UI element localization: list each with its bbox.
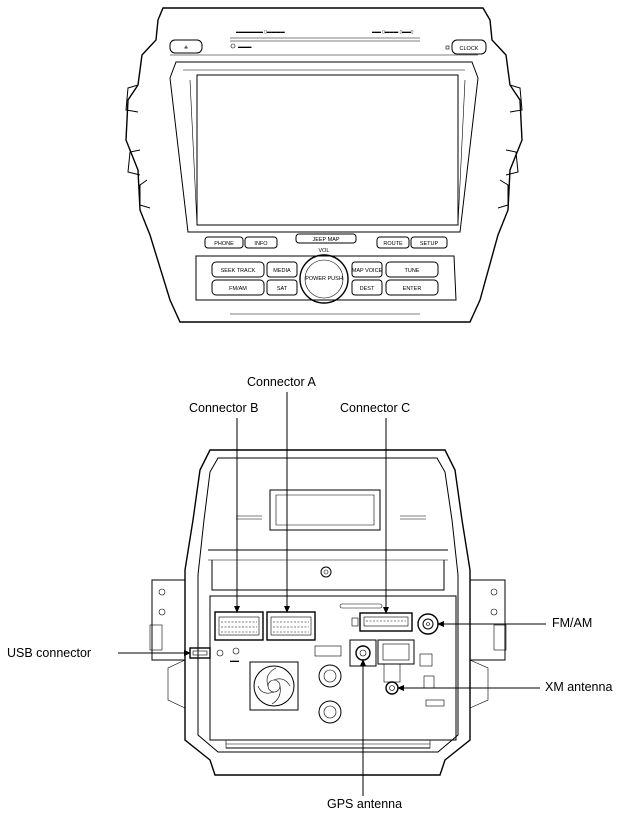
fm-am-antenna-socket bbox=[417, 613, 439, 635]
eject-icon: ≙ bbox=[184, 45, 189, 52]
setup-button[interactable] bbox=[410, 236, 448, 249]
map-voice-button[interactable] bbox=[351, 261, 383, 278]
xm-arrow-icon bbox=[397, 685, 404, 691]
connector-b bbox=[214, 611, 264, 641]
dest-button[interactable] bbox=[351, 279, 383, 296]
gps-antenna-socket bbox=[355, 645, 371, 661]
dest-label: DEST bbox=[360, 286, 375, 292]
connector-b-arrow-icon bbox=[234, 606, 240, 613]
callouts: Connector A Connector B Connector C USB … bbox=[7, 375, 612, 811]
media-label: MEDIA bbox=[273, 268, 291, 274]
map-voice-label: MAP VOICE bbox=[352, 268, 383, 274]
cooling-fan bbox=[249, 661, 299, 711]
phone-button[interactable] bbox=[204, 236, 244, 249]
power-volume-knob[interactable] bbox=[299, 254, 349, 304]
connector-a-label: Connector A bbox=[247, 375, 316, 389]
xm-antenna-socket bbox=[385, 681, 399, 695]
svg-text:▬▬: ▬▬ bbox=[230, 658, 240, 663]
sat-label: SAT bbox=[277, 286, 288, 292]
sat-button[interactable] bbox=[266, 279, 298, 296]
seek-track-label: SEEK TRACK bbox=[221, 268, 256, 274]
route-button[interactable] bbox=[376, 236, 410, 249]
tune-label: TUNE bbox=[405, 268, 420, 274]
gps-antenna-label: GPS antenna bbox=[327, 797, 402, 811]
setup-label: SETUP bbox=[420, 241, 439, 247]
info-button[interactable] bbox=[244, 236, 278, 249]
rear-housing: ▬▬ bbox=[149, 449, 507, 776]
connector-a-arrow-icon bbox=[284, 606, 290, 613]
seek-track-button[interactable] bbox=[211, 261, 265, 278]
phone-label: PHONE bbox=[214, 241, 234, 247]
svg-text:▬▬ ▯▬▬▬ ▯▬▬▯: ▬▬ ▯▬▬▬ ▯▬▬▯ bbox=[372, 29, 414, 34]
clock-label: CLOCK bbox=[460, 46, 479, 52]
vol-label: VOL bbox=[318, 248, 329, 254]
connector-c-label: Connector C bbox=[340, 401, 410, 415]
power-label: POWER PUSH bbox=[305, 276, 343, 282]
info-label: INFO bbox=[254, 241, 268, 247]
media-button[interactable] bbox=[266, 261, 298, 278]
svg-text:▬▬▬: ▬▬▬ bbox=[238, 44, 252, 49]
enter-label: ENTER bbox=[403, 286, 422, 292]
svg-text:▬▬▬▬▬▬ ▯▬▬▬▬: ▬▬▬▬▬▬ ▯▬▬▬▬ bbox=[236, 29, 285, 34]
map-button[interactable] bbox=[295, 233, 357, 244]
connector-b-label: Connector B bbox=[189, 401, 258, 415]
fm-am-button-label: FM/AM bbox=[229, 286, 247, 292]
fm-am-button[interactable] bbox=[211, 279, 265, 296]
clock-button[interactable] bbox=[451, 39, 487, 55]
fm-am-arrow-icon bbox=[437, 621, 444, 627]
connector-c bbox=[359, 612, 413, 632]
connector-a bbox=[266, 611, 316, 641]
display-screen[interactable] bbox=[196, 74, 459, 226]
usb-connector-label: USB connector bbox=[7, 646, 91, 660]
gps-arrow-icon bbox=[360, 659, 366, 666]
usb-arrow-icon bbox=[184, 650, 191, 656]
map-label: JEEP MAP bbox=[312, 237, 339, 243]
enter-button[interactable] bbox=[385, 279, 439, 296]
xm-antenna-label: XM antenna bbox=[545, 680, 612, 694]
front-panel: ▬▬▬▬▬▬ ▯▬▬▬▬ ▬▬ ▯▬▬▬ ▯▬▬▯ ▬▬▬ ≙ CLOCK PH… bbox=[125, 7, 523, 323]
tune-button[interactable] bbox=[385, 261, 439, 278]
route-label: ROUTE bbox=[383, 241, 403, 247]
eject-button[interactable] bbox=[169, 39, 203, 54]
connector-c-arrow-icon bbox=[383, 607, 389, 614]
fm-am-label: FM/AM bbox=[552, 616, 592, 630]
